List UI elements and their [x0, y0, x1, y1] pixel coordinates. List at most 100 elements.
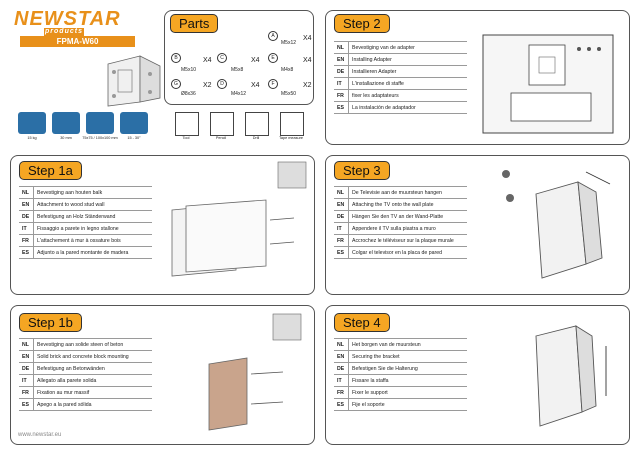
language-code: EN: [334, 53, 349, 66]
instruction-text: Solid brick and concrete block mounting: [33, 350, 152, 363]
step3-title: Step 3: [334, 161, 390, 180]
parts-panel: Parts A M5x12 X4 B M5x10 X4 C M5x8 X4 E …: [164, 10, 314, 105]
step1a-title: Step 1a: [19, 161, 82, 180]
language-code: FR: [19, 386, 34, 399]
instruction-text: Accrochez le téléviseur sur la plaque mu…: [348, 234, 467, 247]
drill-icon: [245, 112, 269, 136]
language-code: EN: [19, 198, 34, 211]
instruction-text: L'attachement à mur à ossature bois: [33, 234, 152, 247]
instruction-text: fixer les adaptateurs: [348, 89, 467, 102]
tape-measure-icon: [280, 112, 304, 136]
language-code: FR: [334, 89, 349, 102]
brand-logo: NEWSTAR products: [14, 8, 121, 36]
language-code: DE: [334, 362, 349, 375]
weight-icon: [18, 112, 46, 134]
instruction-text: Fissare la staffa: [348, 374, 467, 387]
instruction-text: Bevestiging van de adapter: [348, 41, 467, 54]
instruction-text: Apego a la pared sólida: [33, 398, 152, 411]
language-code: NL: [334, 41, 349, 54]
parts-title: Parts: [170, 14, 219, 33]
language-code: EN: [334, 198, 349, 211]
step4-illustration: [535, 325, 607, 427]
language-code: DE: [19, 362, 34, 375]
language-code: ES: [19, 398, 34, 411]
language-code: IT: [334, 222, 349, 235]
language-code: NL: [334, 338, 349, 351]
language-code: IT: [19, 222, 34, 235]
step4-title: Step 4: [334, 313, 390, 332]
instruction-text: Bevestiging aan houten balk: [33, 186, 152, 199]
language-code: IT: [334, 77, 349, 90]
step1b-title: Step 1b: [19, 313, 82, 332]
instruction-text: Het borgen van de muursteun: [348, 338, 467, 351]
instruction-text: Allegato alla parete solida: [33, 374, 152, 387]
language-code: ES: [334, 246, 349, 259]
brand-sub: products: [44, 28, 84, 36]
model-number: FPMA-W60: [20, 36, 135, 47]
language-code: NL: [19, 338, 34, 351]
tool-icon: [175, 112, 199, 136]
instruction-text: Fije el soporte: [348, 398, 467, 411]
language-code: IT: [334, 374, 349, 387]
instruction-text: Bevestiging aan solide steen of beton: [33, 338, 152, 351]
instruction-text: Fissaggio a parete in legno stallone: [33, 222, 152, 235]
language-code: IT: [19, 374, 34, 387]
instruction-text: Befestigung an Betonwänden: [33, 362, 152, 375]
step2-title: Step 2: [334, 14, 390, 33]
instruction-text: Fixation au mur massif: [33, 386, 152, 399]
instruction-text: De Televisie aan de muursteun hangen: [348, 186, 467, 199]
website-footer: www.newstar.eu: [18, 432, 62, 438]
tilt-icon: [120, 112, 148, 134]
language-code: DE: [19, 210, 34, 223]
instruction-text: Attaching the TV onto the wall plate: [348, 198, 467, 211]
step3-illustration: [502, 170, 611, 279]
instruction-text: Colgar el televisor en la placa de pared: [348, 246, 467, 259]
language-code: EN: [19, 350, 34, 363]
brand-name: NEWSTAR: [14, 8, 121, 30]
step1b-illustration: [208, 313, 302, 431]
language-code: ES: [334, 398, 349, 411]
instruction-text: Installieren Adapter: [348, 65, 467, 78]
instruction-text: Fixer le support: [348, 386, 467, 399]
language-code: ES: [19, 246, 34, 259]
instruction-text: L'installazione di staffe: [348, 77, 467, 90]
product-bracket-image: [107, 55, 161, 107]
step1a-illustration: [171, 161, 307, 277]
instruction-text: Installing Adapter: [348, 53, 467, 66]
vesa-icon: [86, 112, 114, 134]
language-code: NL: [334, 186, 349, 199]
pencil-icon: [210, 112, 234, 136]
instruction-text: Securing the bracket: [348, 350, 467, 363]
